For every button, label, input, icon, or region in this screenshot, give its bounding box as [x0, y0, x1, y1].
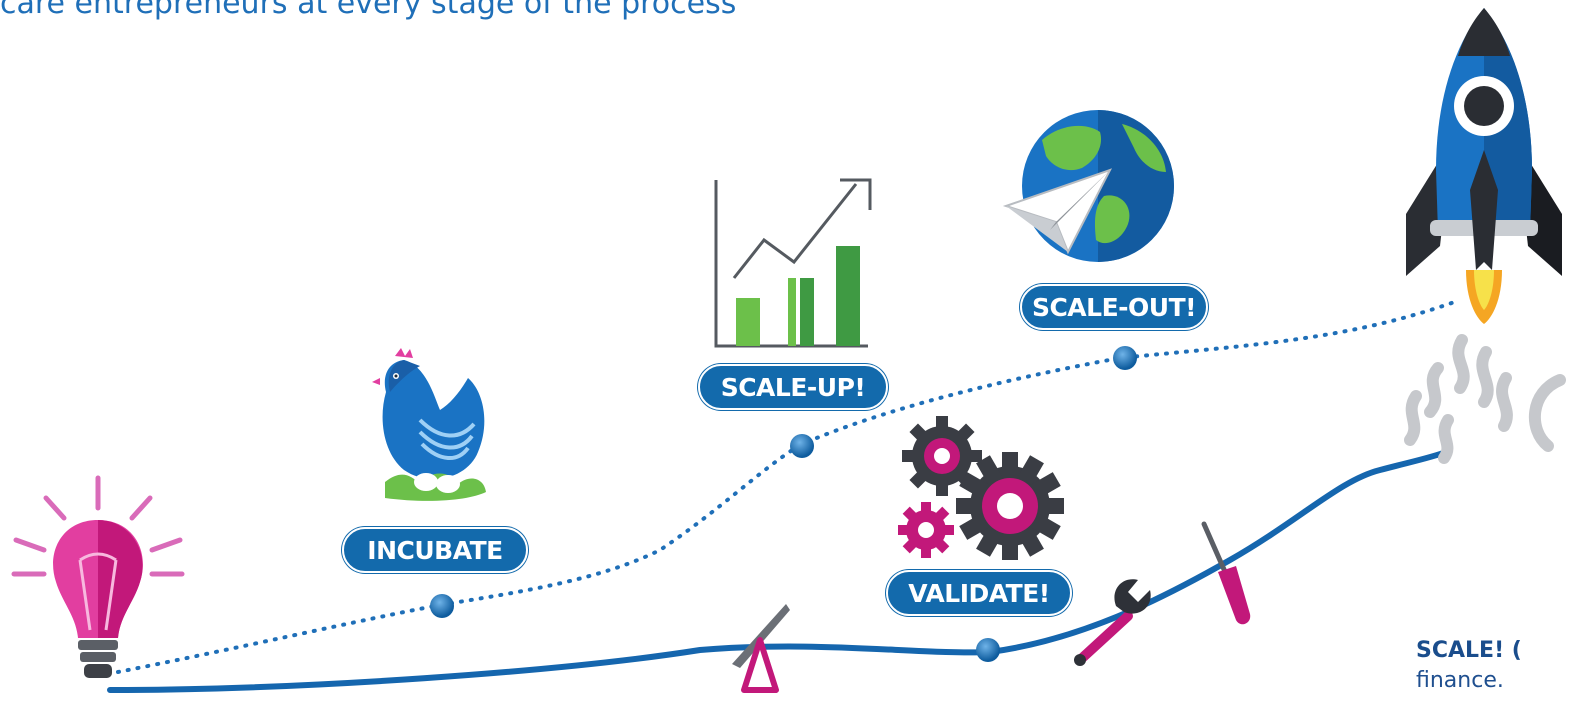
scale-description-body: finance. [1416, 668, 1504, 693]
scale-description: SCALE! ( finance. [1416, 636, 1522, 696]
scale-description-title: SCALE! ( [1416, 638, 1522, 663]
milestone-dot-incubate [430, 594, 454, 618]
gears-icon [898, 416, 1064, 560]
lightbulb-icon [11, 475, 185, 678]
set-square-icon [732, 604, 790, 693]
stage-label-validate: VALIDATE! [886, 570, 1072, 616]
globe-icon [1002, 110, 1174, 262]
solid-growth-path [107, 449, 1449, 693]
smoke-clouds [1404, 334, 1566, 464]
stage-label-scale-out: SCALE-OUT! [1020, 284, 1208, 330]
stage-label-scale-up: SCALE-UP! [698, 364, 888, 410]
stage-label-incubate: INCUBATE [342, 527, 528, 573]
rocket-icon [1406, 8, 1562, 324]
wrench-icon [1074, 579, 1151, 666]
bar-chart-icon [714, 178, 872, 348]
milestone-dot-scale-up [790, 434, 814, 458]
hen-icon [372, 348, 486, 501]
screwdriver-icon [1201, 521, 1251, 625]
milestone-dot-scale-out [1113, 346, 1137, 370]
milestone-dot-validate [976, 638, 1000, 662]
page-heading: care entrepreneurs at every stage of the… [0, 0, 737, 21]
dotted-growth-path [116, 298, 1462, 674]
